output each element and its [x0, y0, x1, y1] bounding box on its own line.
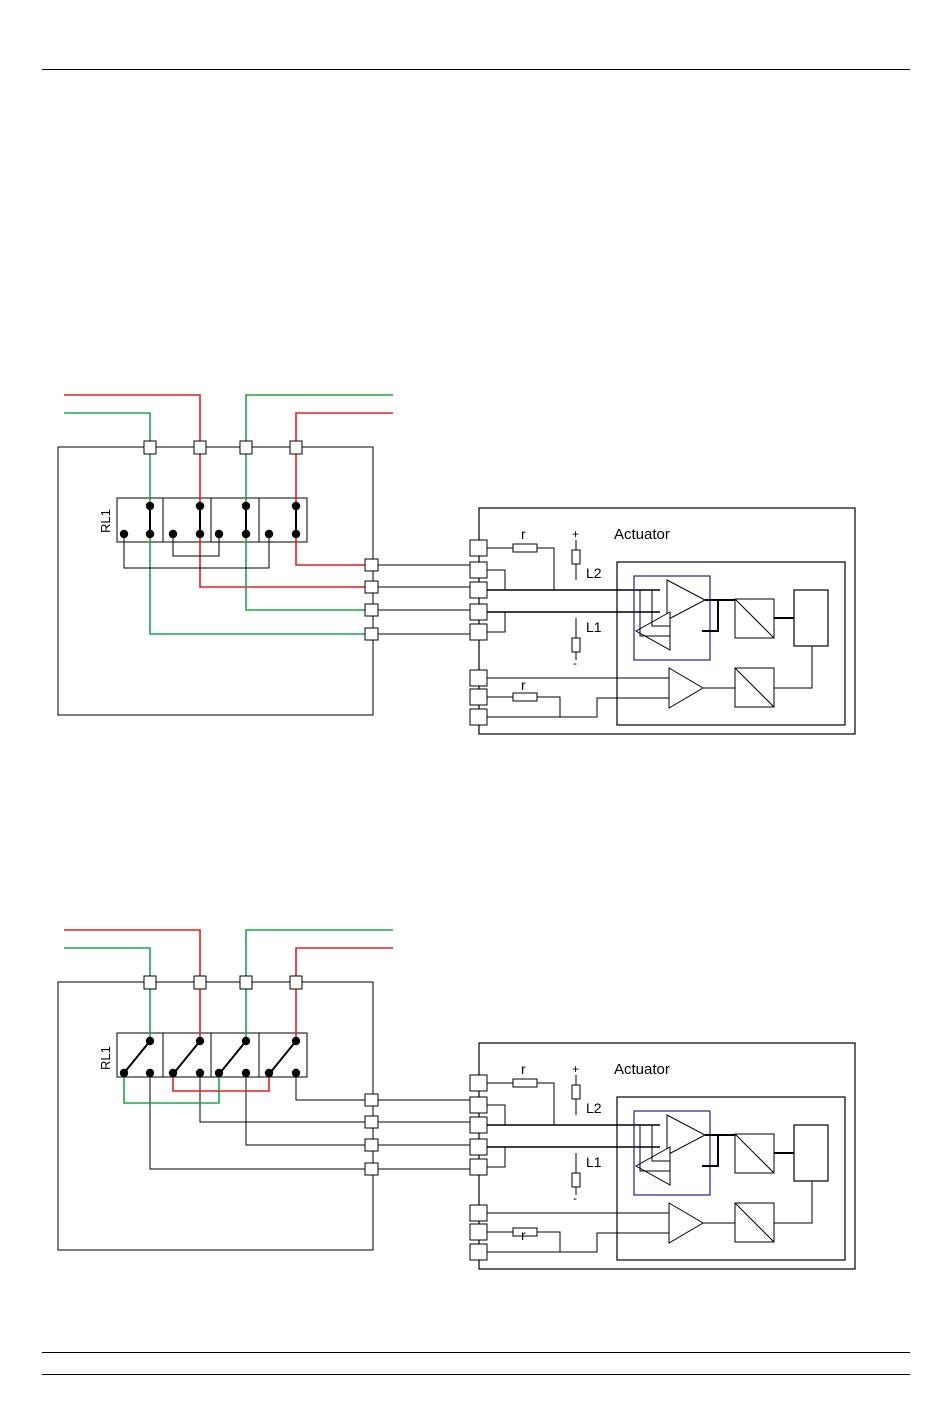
- minus-label: -: [573, 1191, 577, 1205]
- cabinet-top-terminal-2: [194, 976, 206, 989]
- fb-line-2: [537, 1232, 669, 1252]
- terminal-jumper-2: [487, 1147, 505, 1167]
- actuator-terminal-2: [470, 1097, 487, 1113]
- actuator-terminal-1: [470, 1075, 487, 1091]
- supply-wire-red-2: [296, 948, 393, 982]
- actuator-terminal-7: [470, 1224, 487, 1240]
- relay-contact-bottom-4: [292, 1069, 300, 1077]
- supply-wire-green-2: [246, 930, 393, 982]
- l1-label: L1: [586, 1154, 602, 1170]
- l2-element: [572, 1085, 580, 1099]
- terminal-jumper-1: [487, 1105, 505, 1125]
- resistor-lead-2: [537, 1083, 554, 1125]
- l2-label: L2: [586, 1100, 602, 1116]
- relay-contact-bottom-3: [242, 1069, 250, 1077]
- amplifier-lower: [636, 1147, 670, 1185]
- cabinet-top-terminal-3: [240, 976, 252, 989]
- actuator-label: Actuator: [614, 1061, 670, 1078]
- output-wire-4: [150, 1073, 365, 1169]
- fb-to-output: [774, 1181, 812, 1223]
- output-block: [794, 1125, 828, 1181]
- relay-contact-bottom-1: [146, 1069, 154, 1077]
- cabinet-terminal-2: [365, 1116, 378, 1128]
- supply-wire-green-1: [64, 948, 150, 982]
- actuator-terminal-6: [470, 1205, 487, 1221]
- l1-element: [572, 1173, 580, 1187]
- plus-label: +: [572, 1062, 579, 1076]
- resistor-label-1: r: [521, 1061, 526, 1077]
- cabinet-top-terminal-1: [144, 976, 156, 989]
- output-wire-3: [246, 1073, 365, 1145]
- amplifier-feedback: [669, 1203, 703, 1243]
- cabinet-terminal-4: [365, 1163, 378, 1175]
- resistor-label-2: r: [521, 1227, 526, 1243]
- relay-label: RL1: [98, 1046, 113, 1070]
- amplifier-upper: [667, 1115, 705, 1155]
- actuator-terminal-8: [470, 1244, 487, 1260]
- output-wire-2: [200, 1073, 365, 1122]
- relay-contact-bottom-2: [196, 1069, 204, 1077]
- actuator-terminal-5: [470, 1159, 487, 1175]
- cabinet-terminal-1: [365, 1094, 378, 1106]
- actuator-terminal-4: [470, 1139, 487, 1155]
- resistor-r-1: [513, 1079, 537, 1087]
- cabinet-terminal-3: [365, 1139, 378, 1151]
- supply-wire-red-1: [64, 930, 200, 982]
- relay-block: [117, 1033, 307, 1077]
- cabinet-enclosure: [58, 982, 373, 1250]
- cabinet-top-terminal-4: [290, 976, 302, 989]
- actuator-terminal-3: [470, 1117, 487, 1133]
